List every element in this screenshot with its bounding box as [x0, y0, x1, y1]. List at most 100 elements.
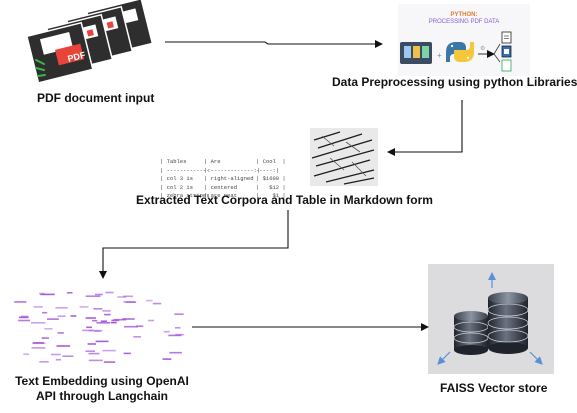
embedding-point: [56, 345, 71, 347]
embedding-point: [175, 327, 181, 329]
caption-embedding-line1: Text Embedding using OpenAI: [15, 374, 189, 388]
embedding-point: [110, 321, 117, 324]
embedding-point: [123, 352, 131, 355]
embedding-point: [85, 295, 101, 297]
table-row: | col 2 is | centered | $12 |: [160, 183, 286, 191]
caption-preprocessing: Data Preprocessing using python Librarie…: [332, 75, 577, 89]
embedding-point: [33, 342, 44, 344]
gear-icon: ⚙: [480, 45, 485, 52]
table-row: | col 3 is | right-aligned | $1600 |: [160, 175, 286, 183]
embedding-point: [18, 316, 29, 319]
embedding-point: [47, 318, 59, 320]
embedding-point: [133, 336, 141, 338]
embedding-point: [85, 350, 95, 352]
embedding-point: [66, 292, 73, 294]
document-icon: [501, 45, 512, 58]
table-row: | zebra stripes | are neat | $1 |: [160, 192, 286, 200]
embedding-point: [88, 359, 103, 362]
python-processing-thumbnail: + ⚙: [398, 4, 530, 76]
embedding-point: [88, 329, 103, 332]
embedding-point: [55, 358, 61, 361]
svg-text:+: +: [437, 51, 442, 60]
embedding-point: [123, 301, 136, 303]
embedding-point: [14, 301, 27, 303]
embedding-point: [123, 295, 134, 298]
embedding-point: [79, 306, 89, 308]
embedding-point: [30, 322, 46, 324]
embedding-point: [103, 361, 116, 363]
embedding-point: [41, 337, 49, 339]
embedding-point: [123, 325, 138, 328]
embedding-point: [102, 310, 111, 312]
embedding-point: [93, 308, 103, 310]
embedding-point: [55, 307, 68, 309]
markdown-table: | Tables | Are | Cool | | ------------- …: [160, 158, 300, 201]
embedding-point: [168, 334, 182, 337]
embedding-point: [100, 320, 107, 322]
spark-icon: [35, 59, 46, 77]
embedding-point: [57, 332, 64, 334]
embedding-point: [104, 313, 111, 316]
embedding-point: [18, 319, 30, 322]
faiss-vector-store-image: [428, 264, 554, 374]
document-icon: [501, 31, 512, 44]
python-thumbnail-text: PYTHON: PROCESSING PDF DATA: [402, 12, 526, 26]
caption-extracted: Extracted Text Corpora and Table in Mark…: [136, 193, 433, 207]
embedding-point: [175, 333, 184, 336]
embedding-point: [163, 330, 170, 333]
arrow-preprocessing-to-extracted: [387, 100, 463, 156]
embedding-point: [86, 326, 92, 329]
embedding-point: [136, 325, 144, 327]
pdf-stack-icon: PDF: [25, 0, 154, 84]
embedding-point: [146, 299, 153, 302]
caption-embedding: Text Embedding using OpenAI API through …: [12, 374, 192, 404]
embedding-point: [31, 347, 46, 349]
embedding-point: [42, 311, 48, 314]
table-row: | Tables | Are | Cool |: [160, 158, 286, 165]
word-cloud-image: [310, 128, 378, 186]
python-logo-icon: [446, 42, 474, 62]
embedding-point: [88, 352, 100, 355]
document-icon: [501, 59, 512, 72]
embedding-point: [21, 315, 29, 318]
embedding-point: [169, 351, 182, 354]
embedding-point: [40, 293, 55, 296]
embedding-point: [39, 292, 45, 295]
arrow-extracted-to-embedding: [99, 210, 289, 279]
embedding-point: [87, 343, 96, 345]
embedding-point: [33, 306, 43, 308]
embedding-point: [117, 296, 127, 298]
caption-faiss: FAISS Vector store: [440, 381, 548, 395]
embedding-point: [39, 361, 49, 363]
expand-arrows-icon: [437, 272, 543, 365]
embedding-point: [82, 329, 94, 332]
table-row: | ------------- |:-------------:| -----:…: [160, 166, 280, 174]
embedding-point: [51, 353, 61, 356]
caption-embedding-line2: API through Langchain: [36, 389, 168, 403]
embedding-point: [148, 319, 154, 322]
embedding-point: [95, 293, 103, 296]
embedding-point: [162, 358, 172, 360]
embedding-point: [62, 355, 74, 357]
python-thumbnail-subtitle: PROCESSING PDF DATA: [428, 19, 500, 25]
database-icon: [453, 311, 489, 355]
embedding-point: [152, 302, 162, 305]
embedding-point: [174, 313, 184, 315]
embedding-point: [92, 319, 98, 322]
pdf-label: PDF: [67, 50, 87, 64]
embedding-point: [105, 291, 114, 294]
caption-pdf-input: PDF document input: [37, 91, 155, 105]
embedding-point: [96, 322, 111, 324]
embedding-point: [122, 318, 135, 320]
embedding-point: [85, 317, 96, 319]
embedding-point: [95, 340, 109, 343]
embedding-point: [102, 349, 116, 352]
embedding-point: [113, 318, 127, 321]
embedding-point: [70, 315, 77, 317]
embedding-point: [23, 353, 30, 355]
python-thumbnail-title: PYTHON:: [450, 12, 478, 18]
embedding-point: [44, 328, 53, 330]
embedding-point: [57, 315, 66, 317]
arrow-pdf-to-preprocessing: [165, 40, 383, 48]
